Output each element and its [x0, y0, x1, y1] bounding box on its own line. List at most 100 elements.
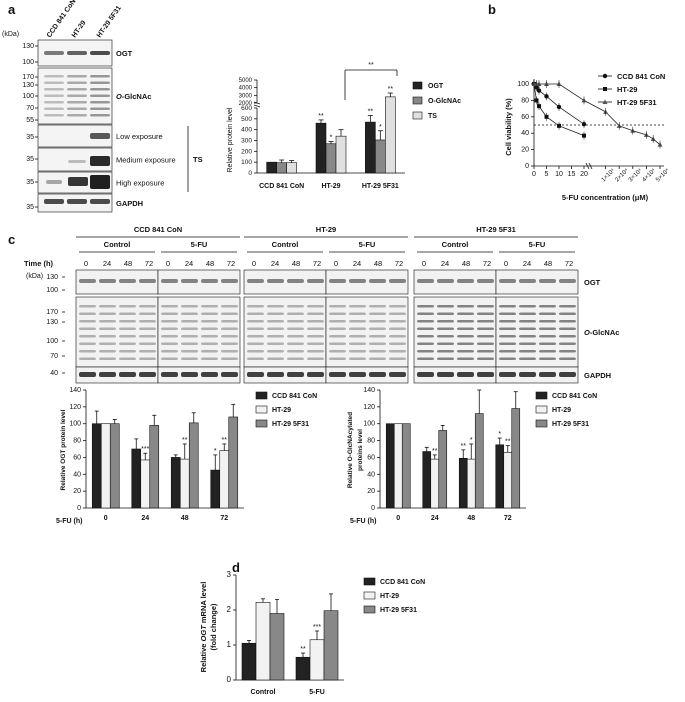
band-oglcnac-c: [287, 342, 304, 345]
band-oglcnac-c: [417, 350, 434, 353]
band-oglcnac: [44, 81, 64, 84]
band-oglcnac-c: [287, 320, 304, 323]
sig-mark: *: [498, 431, 501, 438]
band-oglcnac: [90, 114, 110, 117]
band-ogt-c: [539, 279, 556, 283]
legend-swatch: [363, 591, 376, 600]
band-oglcnac-c: [559, 335, 576, 338]
legend-label: OGT: [428, 83, 444, 90]
band-oglcnac-c: [139, 350, 156, 353]
blot-label-a: GAPDH: [116, 199, 143, 208]
band-oglcnac: [44, 88, 64, 91]
band-oglcnac-c: [267, 357, 284, 360]
band-oglcnac-c: [99, 312, 116, 315]
band-ogt-c: [201, 279, 218, 283]
legend-marker: [603, 87, 607, 91]
mw-marker: 130: [22, 43, 34, 50]
legend-swatch: [412, 96, 423, 105]
time-label: 24: [185, 259, 193, 268]
band-oglcnac-c: [389, 335, 406, 338]
band-oglcnac-c: [389, 320, 406, 323]
band-oglcnac-c: [349, 342, 366, 345]
axis-break: [253, 104, 261, 108]
legend-label: O-GlcNAc: [428, 98, 461, 105]
y-tick-label: 140: [69, 387, 81, 394]
band-oglcnac-c: [539, 342, 556, 345]
y-tick-label: 3: [227, 570, 232, 579]
band-oglcnac-c: [437, 357, 454, 360]
mw-marker: 55: [26, 117, 34, 124]
band-oglcnac-c: [99, 342, 116, 345]
y-tick-label: 120: [363, 404, 375, 411]
band-oglcnac-c: [307, 305, 324, 308]
y-tick-label: 0: [248, 170, 252, 177]
bar-O-GlcNAc: [276, 162, 287, 174]
condition-label: Control: [272, 240, 299, 249]
band-oglcnac-c: [247, 342, 264, 345]
bar-OGT: [315, 122, 327, 174]
band-gapdh-c: [499, 372, 516, 377]
band-gapdh-a: [44, 199, 64, 204]
time-label: 48: [206, 259, 214, 268]
mw-marker: 35: [26, 179, 34, 186]
y-tick-label: 100: [517, 81, 529, 88]
band-gapdh-c: [99, 372, 116, 377]
band-oglcnac-c: [457, 320, 474, 323]
kda-label-a: (kDa): [2, 31, 19, 38]
y-tick-label: 80: [367, 438, 375, 445]
band-oglcnac-c: [349, 335, 366, 338]
bar-HT-29 5F31: [149, 425, 160, 509]
mw-marker: 130: [46, 319, 58, 326]
band-oglcnac-c: [349, 320, 366, 323]
band-oglcnac-c: [559, 327, 576, 330]
x-tick-label: 20: [580, 171, 588, 178]
band-ts-med: [68, 160, 86, 163]
mw-marker: 35: [26, 204, 34, 211]
mw-marker: 100: [46, 338, 58, 345]
band-oglcnac-c: [329, 305, 346, 308]
legend-label: CCD 841 CoN: [617, 72, 665, 81]
band-oglcnac-c: [307, 335, 324, 338]
band-oglcnac-c: [519, 312, 536, 315]
y-tick-label: 60: [73, 454, 81, 461]
band-oglcnac-c: [457, 342, 474, 345]
band-oglcnac-c: [161, 357, 178, 360]
band-oglcnac-c: [247, 335, 264, 338]
band-oglcnac: [67, 101, 87, 104]
blot-box-c: [413, 296, 497, 368]
y-tick-label: 200: [241, 148, 252, 155]
band-oglcnac-c: [181, 357, 198, 360]
mw-marker: 130: [46, 274, 58, 281]
bar-HT-29 5F31: [109, 423, 120, 509]
band-oglcnac-c: [181, 335, 198, 338]
bar-OGT: [266, 161, 277, 174]
band-oglcnac-c: [247, 305, 264, 308]
sig-mark: **: [182, 437, 188, 444]
band-ogt-c: [99, 279, 116, 283]
band-ts-high: [68, 177, 88, 186]
band-ogt-c: [349, 279, 366, 283]
ts-label: TS: [193, 155, 203, 164]
band-oglcnac-c: [221, 320, 238, 323]
y-tick-label: 1: [227, 640, 232, 649]
band-oglcnac-c: [349, 357, 366, 360]
y-axis-label-2: (fold change): [209, 603, 218, 651]
band-oglcnac-c: [247, 320, 264, 323]
band-oglcnac-c: [267, 305, 284, 308]
bar-CCD 841 CoN: [210, 469, 221, 509]
y-tick-label: 0: [77, 505, 81, 512]
band-oglcnac-c: [287, 357, 304, 360]
legend-label: HT-29 5F31: [552, 421, 589, 428]
band-oglcnac-c: [499, 320, 516, 323]
band-oglcnac-c: [119, 312, 136, 315]
band-oglcnac-c: [139, 320, 156, 323]
band-gapdh-c: [417, 372, 434, 377]
band-oglcnac-c: [369, 320, 386, 323]
legend-label: HT-29: [617, 85, 637, 94]
band-oglcnac-c: [539, 312, 556, 315]
time-label: 24: [523, 259, 531, 268]
bar-CCD 841 CoN: [385, 423, 395, 509]
band-ogt-c: [417, 279, 434, 283]
legend-marker: [602, 73, 608, 79]
x-tick-label: 5-FU: [309, 689, 325, 696]
